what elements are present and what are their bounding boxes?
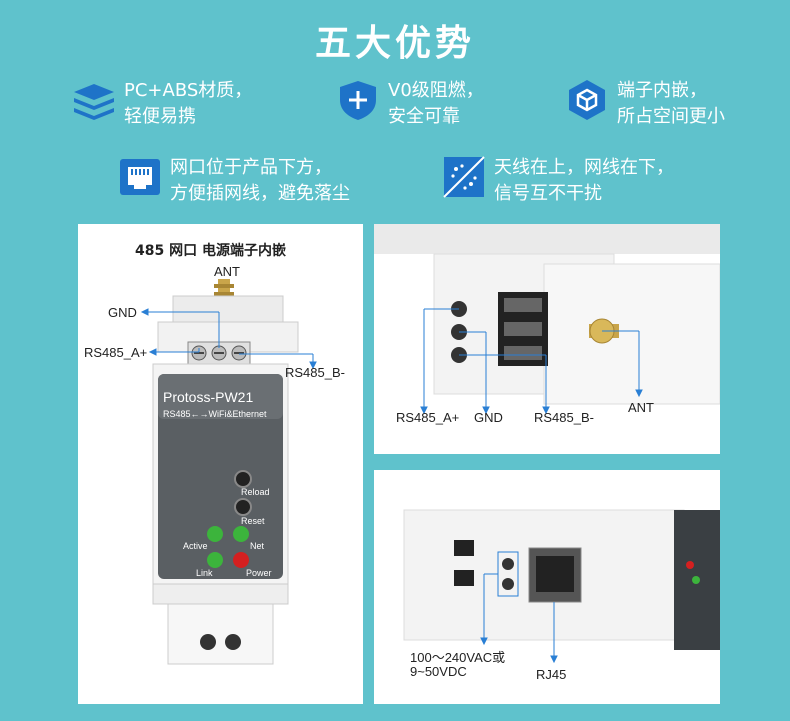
feature-line2: 方便插网线，避免落尘 xyxy=(170,183,350,204)
feature-line2: 轻便易携 xyxy=(124,106,196,127)
bottom-view-panel: 100～240VAC或 9~50VDC RJ45 xyxy=(374,470,720,704)
rs485a-label: RS485_A+ xyxy=(396,410,460,425)
feature-line1: 天线在上，网线在下， xyxy=(494,157,674,178)
device-top-illustration xyxy=(374,224,720,415)
feature-line2: 安全可靠 xyxy=(388,106,460,127)
rj45-label: RJ45 xyxy=(536,667,567,682)
ethernet-port-icon xyxy=(120,159,160,195)
feature-line2: 信号互不干扰 xyxy=(494,183,602,204)
device-front-illustration xyxy=(140,279,317,665)
ant-label: ANT xyxy=(214,264,240,279)
feature-signal-separation: 天线在上，网线在下， 信号互不干扰 xyxy=(442,155,674,207)
power-input-line1: 100～240VAC或 xyxy=(410,650,506,665)
feature-port-position: 网口位于产品下方， 方便插网线，避免落尘 xyxy=(118,155,350,207)
page-title: 五大优势 xyxy=(314,23,475,64)
front-view-panel: 485 网口 电源端子内嵌 xyxy=(78,224,363,704)
rs485b-label: RS485_B- xyxy=(285,365,345,380)
feature-line1: 网口位于产品下方， xyxy=(170,157,332,178)
feature-line1: V0级阻燃， xyxy=(388,80,484,101)
reset-label: Reset xyxy=(241,516,265,526)
top-view-panel: RS485_A+ GND RS485_B- ANT xyxy=(374,224,720,454)
feature-line1: 端子内嵌， xyxy=(617,80,707,101)
front-heading: 485 网口 电源端子内嵌 xyxy=(135,243,286,259)
device-brand: Protoss-PW21 xyxy=(163,389,254,405)
shield-plus-icon xyxy=(340,81,376,120)
feature-line2: 所占空间更小 xyxy=(617,106,725,127)
signal-separation-icon xyxy=(443,156,485,198)
gnd-label: GND xyxy=(474,410,503,425)
rs485a-label: RS485_A+ xyxy=(84,345,148,360)
feature-line1: PC+ABS材质， xyxy=(124,80,253,101)
ant-label: ANT xyxy=(628,400,654,415)
rs485b-label: RS485_B- xyxy=(534,410,594,425)
feature-material: PC+ABS材质， 轻便易携 xyxy=(72,78,252,130)
layers-icon xyxy=(74,84,114,120)
link-label: Link xyxy=(196,568,213,578)
active-label: Active xyxy=(183,541,208,551)
net-label: Net xyxy=(250,541,265,551)
device-bottom-illustration xyxy=(403,509,720,664)
gnd-label: GND xyxy=(108,305,137,320)
feature-embedded-terminal: 端子内嵌， 所占空间更小 xyxy=(565,78,725,130)
power-label: Power xyxy=(246,568,272,578)
reload-label: Reload xyxy=(241,487,270,497)
hexagon-cube-icon xyxy=(569,80,605,120)
feature-fire-rating: V0级阻燃， 安全可靠 xyxy=(336,78,484,130)
power-input-line2: 9~50VDC xyxy=(410,664,467,679)
device-subtitle: RS485←→WiFi&Ethernet xyxy=(163,409,267,419)
